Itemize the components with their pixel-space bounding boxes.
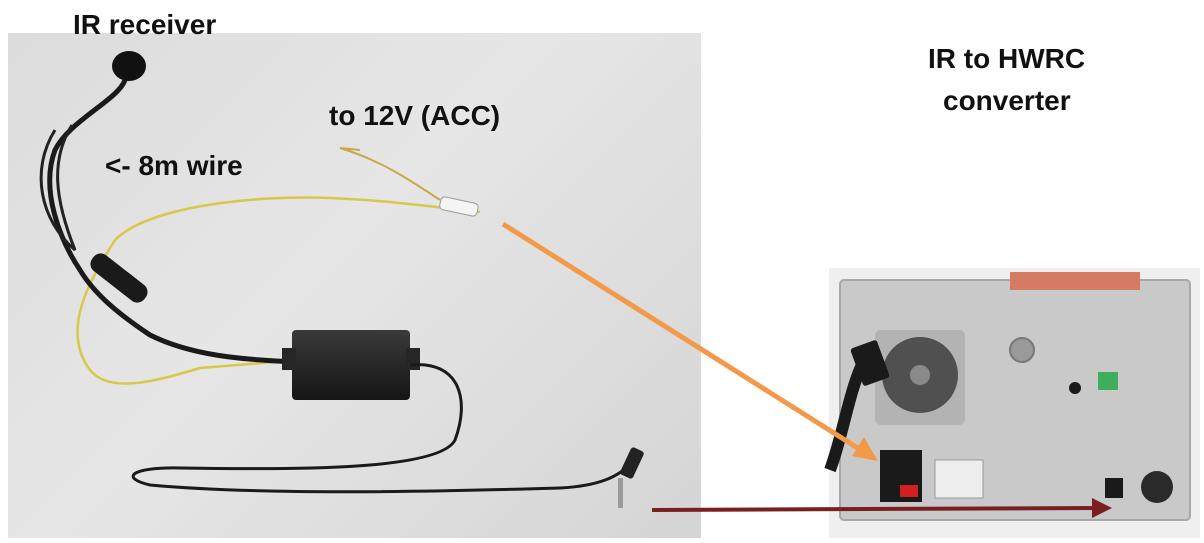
head-unit-fan-hub: [910, 365, 930, 385]
orange-arrow-line: [503, 224, 864, 452]
label-wire-length: <- 8m wire: [105, 151, 243, 182]
inline-connector: [87, 250, 151, 306]
head-unit-round-socket: [1141, 471, 1173, 503]
label-power: to 12V (ACC): [329, 101, 500, 132]
converter-box-mount-left: [282, 348, 296, 370]
dark-red-arrow-line: [652, 508, 1098, 510]
head-unit-green-connector: [1098, 372, 1118, 390]
head-unit-remote-socket: [1105, 478, 1123, 498]
head-unit-white-connector: [935, 460, 983, 498]
converter-box: [292, 330, 410, 400]
ir-receiver-head: [112, 51, 146, 81]
converter-box-mount-right: [406, 348, 420, 370]
head-unit-top-label: [1010, 272, 1140, 290]
acc-wire-ends: [340, 148, 440, 200]
label-converter-line1: IR to HWRC: [928, 44, 1085, 75]
yellow-wire-upper: [115, 197, 480, 240]
black-cable: [50, 80, 300, 362]
wire-connector: [439, 196, 479, 217]
jack-tip: [618, 478, 623, 508]
head-unit-aux-socket: [1069, 382, 1081, 394]
head-unit-red-tab: [900, 485, 918, 497]
jack-plug: [619, 446, 644, 479]
head-unit-antenna-socket: [1010, 338, 1034, 362]
label-ir-receiver: IR receiver: [73, 10, 216, 41]
label-converter-line2: converter: [943, 86, 1071, 117]
